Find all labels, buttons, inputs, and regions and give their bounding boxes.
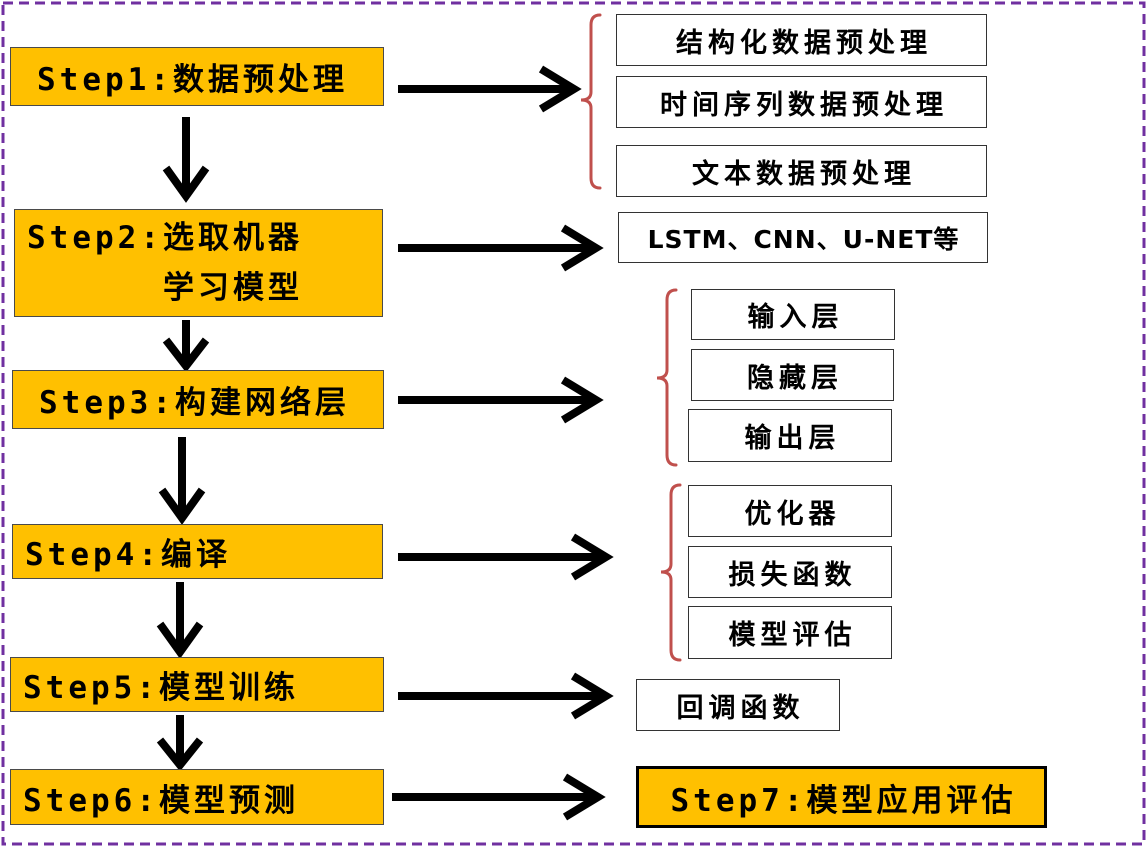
detail-label: 优化器 bbox=[744, 498, 841, 530]
detail-label: 模型评估 bbox=[728, 620, 857, 651]
step5-label: Step5:模型训练 bbox=[23, 670, 299, 706]
detail-optimizer: 优化器 bbox=[688, 485, 892, 537]
step5-box: Step5:模型训练 bbox=[10, 657, 384, 712]
arrow-step2-to-step3 bbox=[162, 320, 210, 373]
arrow-step5-to-step6 bbox=[156, 715, 204, 772]
detail-label: LSTM、CNN、U-NET等 bbox=[647, 224, 960, 254]
detail-output-layer: 输出层 bbox=[688, 409, 892, 462]
detail-model-options: LSTM、CNN、U-NET等 bbox=[618, 212, 988, 263]
step1-box: Step1:数据预处理 bbox=[10, 47, 384, 106]
step7-box: Step7:模型应用评估 bbox=[636, 766, 1047, 828]
arrow-step2-to-models bbox=[398, 224, 604, 272]
detail-label: 时间序列数据预处理 bbox=[660, 89, 948, 121]
arrow-step6-to-step7 bbox=[392, 773, 606, 821]
detail-hidden-layer: 隐藏层 bbox=[691, 349, 894, 401]
brace-compile-group bbox=[660, 483, 682, 662]
step7-label: Step7:模型应用评估 bbox=[670, 782, 1017, 819]
brace-layers-group bbox=[656, 288, 678, 467]
detail-loss-function: 损失函数 bbox=[688, 546, 892, 598]
detail-label: 损失函数 bbox=[728, 559, 857, 591]
arrow-step4-to-step5 bbox=[156, 582, 204, 659]
detail-input-layer: 输入层 bbox=[691, 289, 895, 340]
step3-box: Step3:构建网络层 bbox=[12, 370, 384, 429]
detail-structured-preprocessing: 结构化数据预处理 bbox=[616, 14, 987, 66]
step1-label: Step1:数据预处理 bbox=[37, 62, 348, 98]
detail-callbacks: 回调函数 bbox=[636, 679, 840, 731]
step4-label: Step4:编译 bbox=[25, 537, 231, 573]
step3-label: Step3:构建网络层 bbox=[39, 385, 350, 421]
step6-label: Step6:模型预测 bbox=[23, 782, 299, 819]
step2-label-line2: 学习模型 bbox=[163, 270, 303, 306]
detail-text-preprocessing: 文本数据预处理 bbox=[616, 145, 987, 197]
step6-box: Step6:模型预测 bbox=[10, 769, 384, 825]
detail-label: 输入层 bbox=[747, 302, 844, 333]
arrow-step1-to-step2 bbox=[162, 117, 210, 203]
arrow-step5-to-callbacks bbox=[398, 672, 614, 720]
detail-timeseries-preprocessing: 时间序列数据预处理 bbox=[616, 76, 987, 128]
detail-label: 文本数据预处理 bbox=[692, 158, 916, 190]
detail-model-evaluation: 模型评估 bbox=[688, 606, 892, 659]
arrow-step1-to-preprocessing bbox=[398, 65, 582, 113]
step4-box: Step4:编译 bbox=[12, 524, 383, 579]
arrow-step4-to-compile-items bbox=[398, 533, 614, 581]
brace-preprocessing-group bbox=[580, 13, 602, 190]
arrow-step3-to-step4 bbox=[158, 437, 206, 525]
detail-label: 结构化数据预处理 bbox=[676, 27, 932, 59]
detail-label: 输出层 bbox=[744, 423, 841, 454]
detail-label: 隐藏层 bbox=[747, 362, 843, 394]
step2-box: Step2:选取机器 学习模型 bbox=[14, 209, 383, 317]
step2-label-line1: Step2:选取机器 bbox=[27, 220, 303, 256]
detail-label: 回调函数 bbox=[676, 692, 805, 724]
arrow-step3-to-layers bbox=[398, 376, 604, 424]
